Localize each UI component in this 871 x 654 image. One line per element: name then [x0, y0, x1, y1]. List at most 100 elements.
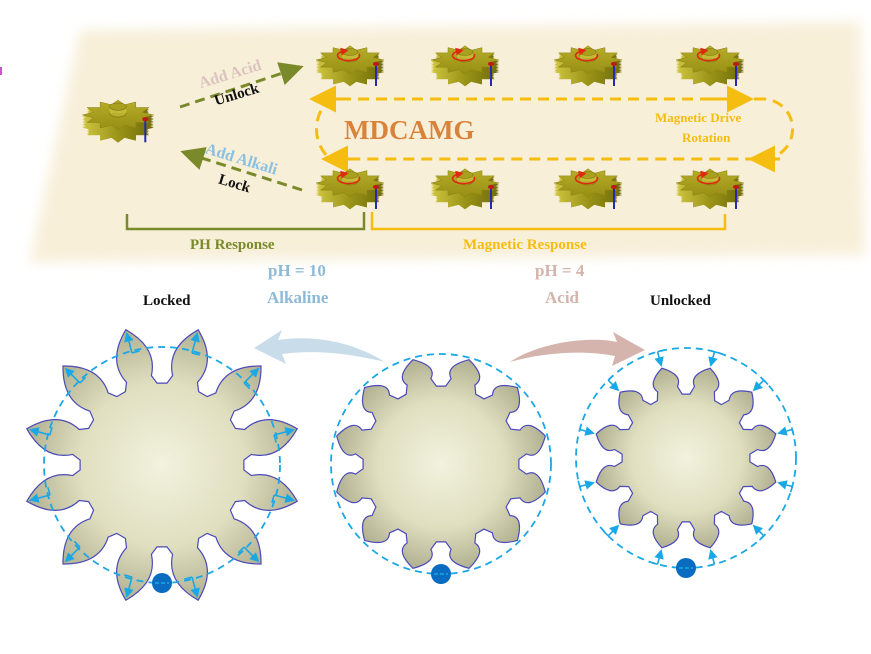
expand-arrow — [124, 576, 134, 598]
platform — [30, 22, 865, 262]
rotation-icon — [336, 170, 361, 185]
shrink-arrow — [579, 426, 595, 436]
gear-3d — [430, 45, 500, 87]
gear-neutral — [330, 353, 552, 584]
rotation-icon — [574, 47, 599, 62]
shrink-arrow — [752, 379, 765, 392]
rotation-icon — [696, 47, 721, 62]
shrink-arrow — [607, 379, 620, 392]
arrow-tick — [191, 352, 200, 356]
magnet-dot — [611, 62, 617, 66]
gear-body — [336, 359, 546, 569]
unlock-arrow — [179, 62, 304, 109]
arrow-tick — [791, 429, 795, 436]
expand-arrow — [124, 332, 134, 354]
gear-3d — [430, 168, 500, 210]
rotation-label-line2: Rotation — [682, 130, 731, 145]
expand-arrow — [64, 367, 81, 384]
arrow-tick — [237, 546, 245, 554]
arrow-tick — [763, 379, 769, 386]
gear-3d — [553, 45, 623, 87]
gear-body — [595, 367, 777, 549]
gear-3d — [675, 45, 745, 87]
arrow-tick — [708, 563, 715, 567]
magnet-dot — [142, 117, 149, 122]
magnet-dot — [733, 62, 739, 66]
shrink-arrow — [654, 549, 664, 565]
to-alkaline-arrow — [254, 330, 385, 364]
expand-arrow — [243, 367, 260, 384]
alkaline-label: Alkaline — [267, 288, 329, 307]
gear-3d — [315, 168, 385, 210]
magnet-dot — [488, 185, 494, 189]
shrink-arrow — [777, 426, 793, 436]
arrow-tick — [243, 382, 251, 390]
expand-arrow — [29, 493, 51, 503]
expand-arrow — [273, 427, 295, 437]
magnet-dot — [733, 185, 739, 189]
lock-arrow — [180, 147, 303, 192]
acid-label: Acid — [545, 288, 579, 307]
arrow-tick — [131, 350, 140, 354]
arrow-tick — [79, 376, 87, 384]
gears-2d-group — [25, 328, 797, 602]
to-acid-arrow — [510, 332, 645, 366]
arrow-tick — [789, 486, 794, 493]
gear-hub-top — [341, 171, 359, 179]
arrow-tick — [577, 480, 581, 487]
arrow-tick — [271, 494, 275, 503]
magnet-dot — [488, 62, 494, 66]
gear-locked — [25, 328, 299, 602]
gear-3d — [553, 168, 623, 210]
expand-arrow — [190, 576, 200, 598]
gear-hub-top — [701, 48, 719, 56]
expand-arrow — [29, 427, 51, 437]
gear-hub-top — [456, 48, 474, 56]
arrow-tick — [607, 375, 614, 381]
expand-arrow — [273, 493, 295, 503]
gear-hub-top — [456, 171, 474, 179]
arrow-tick — [49, 427, 53, 436]
gear-hub-top — [109, 102, 127, 111]
gear-hub-top — [579, 171, 597, 179]
expand-arrow — [64, 546, 81, 563]
shrink-arrow — [777, 480, 793, 490]
rotation-icon — [696, 170, 721, 185]
acid-ph-label: pH = 4 — [535, 261, 585, 280]
shrink-arrow — [708, 549, 718, 565]
unlocked-label: Unlocked — [650, 293, 711, 309]
magnet-dot — [373, 62, 379, 66]
main-title: MDCAMG — [344, 115, 475, 145]
magnetic-response-bracket — [370, 212, 727, 231]
gear-hub-top — [579, 48, 597, 56]
gear-hub-top — [341, 48, 359, 56]
arrow-tick — [273, 434, 277, 443]
platform-surface — [30, 22, 865, 262]
expand-arrow — [243, 546, 260, 563]
shrink-arrow — [752, 524, 765, 537]
ph-response-label: PH Response — [190, 237, 275, 253]
rotation-icon — [336, 47, 361, 62]
gear-3d — [315, 45, 385, 87]
edge-mark — [0, 67, 2, 75]
ph-response-bracket — [125, 212, 366, 231]
rotation-label-line1: Magnetic Drive — [655, 110, 742, 125]
arrow-tick — [758, 535, 765, 541]
arrow-tick — [714, 350, 721, 355]
shrink-arrow — [607, 524, 620, 537]
rotation-icon — [451, 170, 476, 185]
shrink-arrow — [579, 480, 595, 490]
arrow-tick — [73, 540, 81, 548]
arrow-tick — [47, 487, 51, 496]
gear-hub-top — [701, 171, 719, 179]
gear-3d — [675, 168, 745, 210]
magnet-dot — [373, 185, 379, 189]
expand-arrow — [190, 332, 200, 354]
arrow-tick — [124, 574, 133, 578]
arrow-tick — [578, 423, 583, 430]
arrow-tick — [603, 530, 609, 537]
gear-3d — [82, 99, 154, 143]
arrow-tick — [184, 576, 193, 580]
